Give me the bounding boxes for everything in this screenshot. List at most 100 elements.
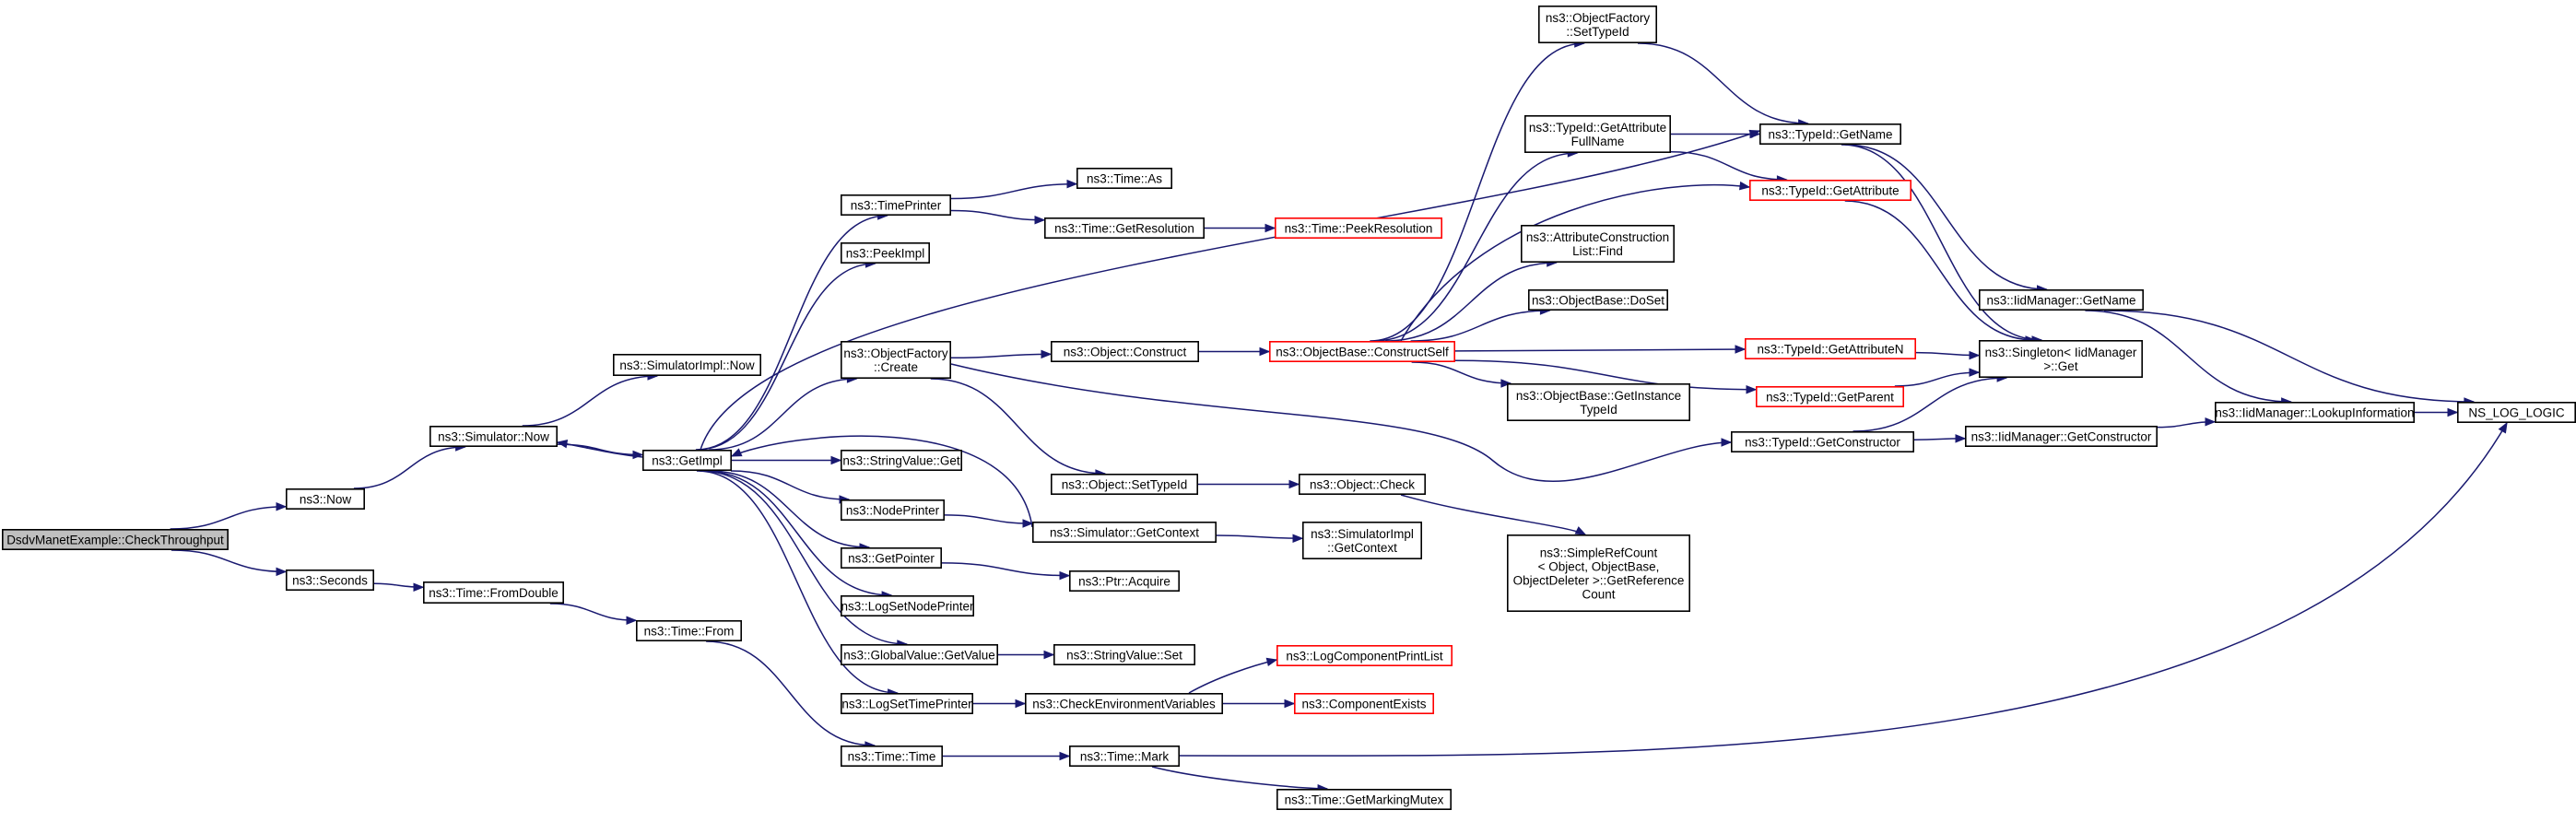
edge-line [1411, 361, 1511, 384]
node-getimpl[interactable]: ns3::GetImpl [641, 449, 732, 471]
edge-line [1385, 262, 1557, 342]
edge-line [695, 215, 888, 451]
node-tidgetattrn[interactable]: ns3::TypeId::GetAttributeN [1745, 337, 1917, 359]
node-objsettypeid[interactable]: ns3::Object::SetTypeId [1051, 473, 1199, 495]
node-nodeprinter[interactable]: ns3::NodePrinter [840, 499, 945, 521]
edge-line [950, 363, 1732, 483]
arrowhead-icon [2498, 421, 2508, 434]
edge-iidgetname-to-nslog [2104, 310, 2476, 406]
node-label: ns3::Now [300, 493, 352, 507]
edge-nodeprinter-to-simgetctx [944, 514, 1034, 528]
node-obconstructself[interactable]: ns3::ObjectBase::ConstructSelf [1269, 340, 1456, 362]
arrowhead-icon [1739, 181, 1751, 191]
node-simgetctx[interactable]: ns3::Simulator::GetContext [1032, 521, 1217, 543]
node-checkenv[interactable]: ns3::CheckEnvironmentVariables [1025, 692, 1224, 714]
node-root[interactable]: DsdvManetExample::CheckThroughput [1, 528, 229, 550]
node-timeas[interactable]: ns3::Time::As [1076, 168, 1173, 190]
edge-line [696, 470, 898, 694]
node-peekimpl[interactable]: ns3::PeekImpl [840, 241, 930, 264]
node-box [1302, 521, 1423, 559]
node-tidgetctor[interactable]: ns3::TypeId::GetConstructor [1731, 430, 1915, 452]
node-getmarkingmutex[interactable]: ns3::Time::GetMarkingMutex [1276, 788, 1453, 810]
edge-line [1370, 42, 1584, 342]
arrowhead-icon [1059, 570, 1071, 581]
edge-now-to-simnow [353, 442, 466, 489]
node-compexists[interactable]: ns3::ComponentExists [1294, 692, 1435, 714]
edge-line [522, 375, 658, 427]
node-simimplnow[interactable]: ns3::SimulatorImpl::Now [612, 353, 761, 376]
edge-logsettime-to-checkenv [973, 699, 1027, 709]
arrowhead-icon [1721, 438, 1733, 447]
node-box [1299, 473, 1427, 495]
node-ptracquire[interactable]: ns3::Ptr::Acquire [1069, 570, 1181, 592]
node-box [1979, 288, 2145, 311]
node-box [1276, 788, 1453, 810]
node-label: ns3::TypeId::GetConstructor [1745, 436, 1900, 450]
node-logsettime[interactable]: ns3::LogSetTimePrinter [840, 692, 973, 714]
node-label: ns3::LogSetTimePrinter [841, 698, 972, 711]
node-iidlookup[interactable]: ns3::IidManager::LookupInformation [2215, 401, 2416, 423]
node-tidgetparent[interactable]: ns3::TypeId::GetParent [1756, 385, 1905, 407]
node-svget[interactable]: ns3::StringValue::Get [840, 449, 962, 471]
edge-line [950, 209, 1045, 221]
node-timefrom[interactable]: ns3::Time::From [635, 619, 742, 641]
edge-line [1637, 42, 1808, 124]
node-box [840, 241, 930, 264]
node-logsetnode[interactable]: ns3::LogSetNodePrinter [840, 594, 974, 616]
node-seconds[interactable]: ns3::Seconds [285, 569, 374, 591]
node-objconstruct[interactable]: ns3::Object::Construct [1051, 340, 1200, 362]
arrowhead-icon [1066, 179, 1078, 189]
edge-line [1844, 200, 2036, 341]
node-label: ns3::Time::From [644, 625, 735, 639]
node-gvgetvalue[interactable]: ns3::GlobalValue::GetValue [840, 643, 998, 665]
node-simplerefcount[interactable]: ns3::SimpleRefCount< Object, ObjectBase,… [1507, 534, 1691, 612]
node-obdoset[interactable]: ns3::ObjectBase::DoSet [1528, 288, 1669, 311]
node-nslog[interactable]: NS_LOG_LOGIC [2457, 401, 2576, 423]
node-ofsettypeid[interactable]: ns3::ObjectFactory::SetTypeId [1538, 6, 1658, 44]
node-label: ns3::Time::GetMarkingMutex [1285, 793, 1444, 807]
node-label: ns3::Time::GetResolution [1054, 222, 1194, 236]
node-now[interactable]: ns3::Now [285, 487, 365, 510]
arrowhead-icon [1015, 699, 1027, 709]
node-box [612, 353, 761, 376]
node-ofcreate[interactable]: ns3::ObjectFactory::Create [840, 340, 951, 379]
node-box [1507, 534, 1691, 612]
node-timegetres[interactable]: ns3::Time::GetResolution [1044, 217, 1206, 240]
node-iidgetname[interactable]: ns3::IidManager::GetName [1979, 288, 2145, 311]
arrowhead-icon [276, 567, 288, 577]
node-simimplgetctx[interactable]: ns3::SimulatorImpl::GetContext [1302, 521, 1423, 559]
node-fromdouble[interactable]: ns3::Time::FromDouble [422, 581, 564, 604]
node-label: ns3::AttributeConstruction [1526, 230, 1669, 244]
edge-line [706, 640, 875, 746]
edge-line [1151, 766, 1328, 790]
node-logcomplist[interactable]: ns3::LogComponentPrintList [1276, 644, 1453, 666]
node-timetime[interactable]: ns3::Time::Time [840, 745, 943, 767]
node-timepeekres[interactable]: ns3::Time::PeekResolution [1275, 217, 1443, 240]
node-timemark[interactable]: ns3::Time::Mark [1069, 745, 1181, 767]
edge-line [1894, 371, 1980, 387]
node-box [840, 499, 945, 521]
node-timeprinter[interactable]: ns3::TimePrinter [840, 194, 951, 217]
arrowhead-icon [2205, 417, 2217, 427]
node-svset[interactable]: ns3::StringValue::Set [1053, 643, 1196, 665]
edge-line [1454, 348, 1746, 352]
node-label: ns3::GlobalValue::GetValue [843, 649, 995, 663]
edge-line [950, 182, 1077, 200]
node-label: ns3::LogSetNodePrinter [841, 600, 974, 614]
node-getpointer[interactable]: ns3::GetPointer [840, 546, 942, 569]
edge-timegetres-to-timepeekres [1205, 223, 1276, 233]
node-singletonget[interactable]: ns3::Singleton< IidManager >::Get [1979, 339, 2144, 378]
node-objcheck[interactable]: ns3::Object::Check [1299, 473, 1427, 495]
node-tidgetattr[interactable]: ns3::TypeId::GetAttribute [1749, 180, 1912, 202]
node-label: ns3::IidManager::LookupInformation [2215, 406, 2414, 420]
node-tidgetname[interactable]: ns3::TypeId::GetName [1759, 123, 1902, 146]
edge-getimpl-to-simnow [556, 440, 643, 458]
node-label: ns3::Time::Time [848, 750, 936, 764]
node-iidgetctor[interactable]: ns3::IidManager::GetConstructor [1965, 425, 2158, 447]
edge-obconstructself-to-tidgetattrn [1454, 345, 1747, 354]
edge-line [1844, 144, 2047, 290]
node-simnow[interactable]: ns3::Simulator::Now [429, 425, 558, 447]
